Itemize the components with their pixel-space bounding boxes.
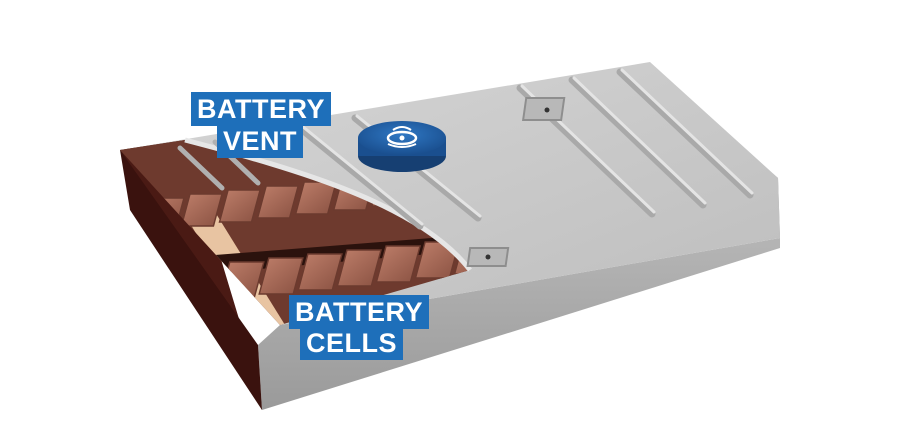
battery-vent-label-second: VENT (217, 124, 303, 158)
mount-hole-bottom (486, 255, 491, 260)
mount-pad-top (523, 98, 564, 120)
battery-cells-label: BATTERY (289, 295, 429, 329)
battery-vent-label: BATTERY (191, 92, 331, 126)
mount-hole-top (545, 108, 550, 113)
battery-vent-label-line1: BATTERY (197, 94, 325, 124)
battery-cells-label-line2: CELLS (306, 328, 397, 358)
battery-cells-label-second: CELLS (300, 326, 403, 360)
battery-cells-label-line1: BATTERY (295, 297, 423, 327)
battery-vent-label-line2: VENT (223, 126, 297, 156)
vent-cap-icon (358, 121, 446, 172)
